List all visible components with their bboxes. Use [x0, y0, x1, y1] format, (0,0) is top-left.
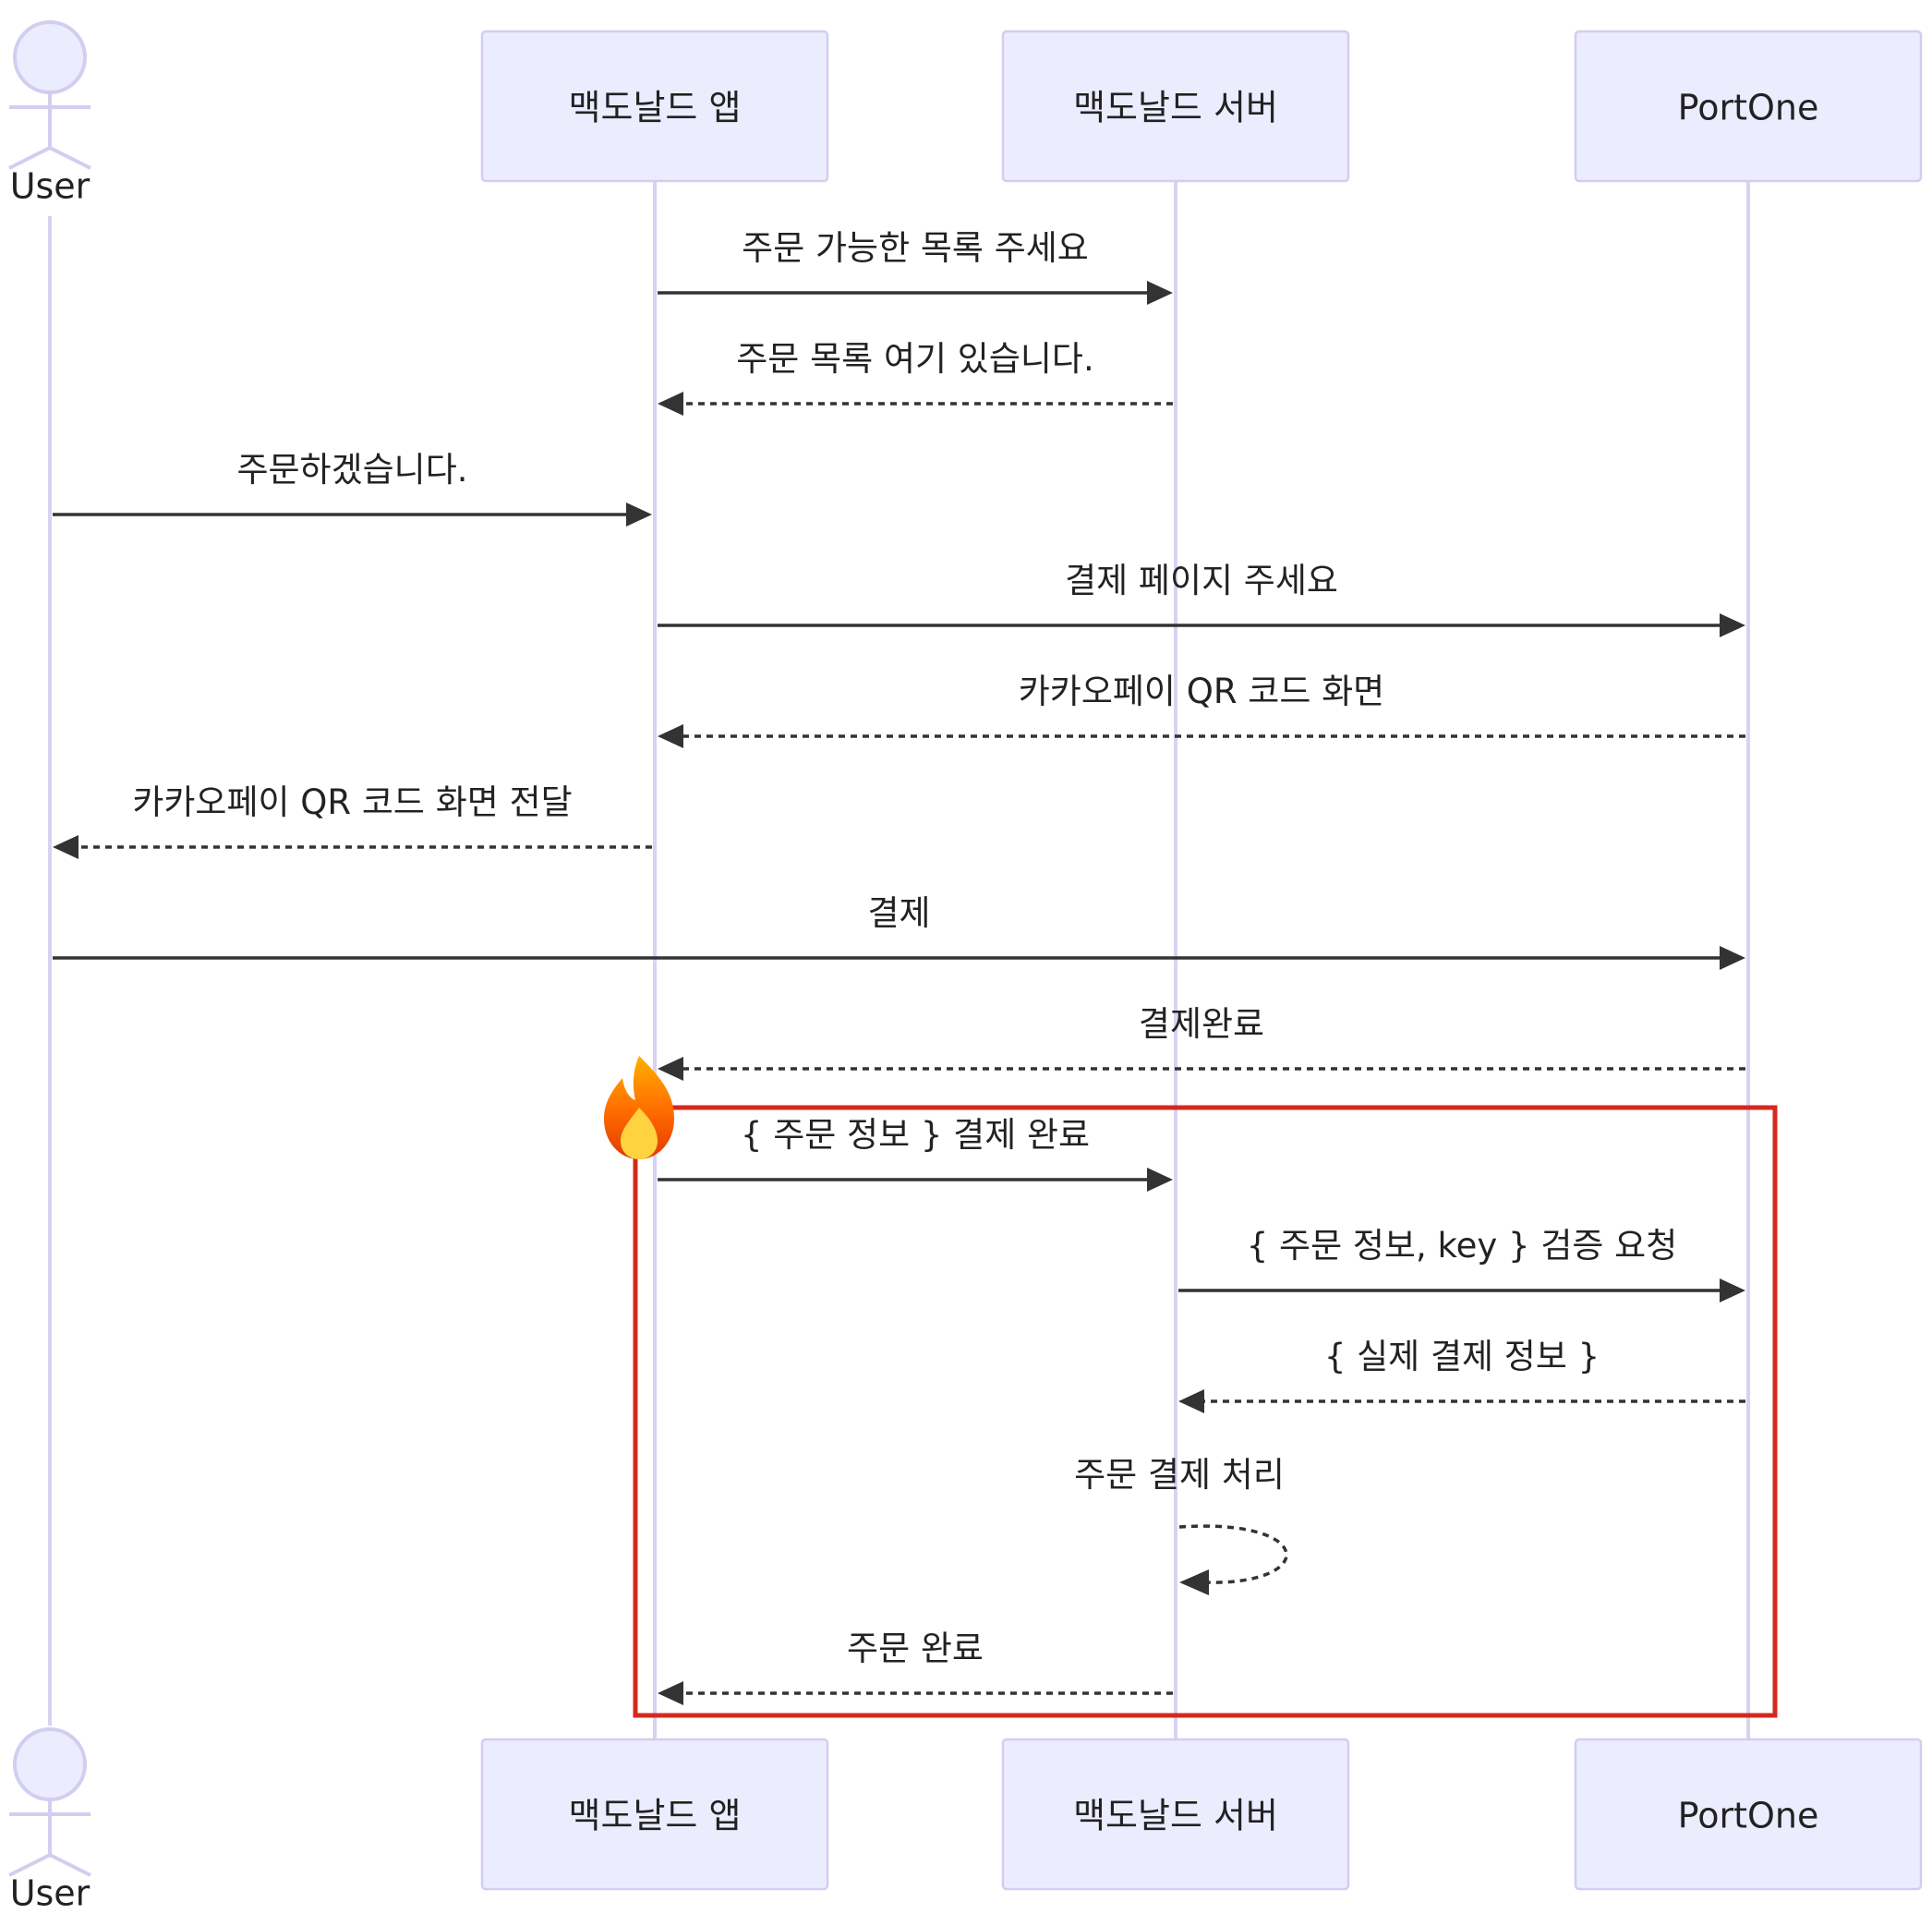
arrow-head: [1147, 1168, 1173, 1192]
message-label: { 주문 정보 } 결제 완료: [741, 1115, 1090, 1155]
arrow-head: [53, 835, 78, 859]
participant-box-server-top: 맥도날드 서버: [1001, 30, 1350, 183]
message-5: 카카오페이 QR 코드 화면: [658, 672, 1745, 748]
participant-label-portone: PortOne: [1678, 1796, 1819, 1836]
participant-label-server: 맥도날드 서버: [1073, 1796, 1278, 1836]
arrow-head: [1179, 1569, 1209, 1595]
arrow-head: [1178, 1389, 1204, 1413]
message-label: 결제 페이지 주세요: [1065, 561, 1338, 600]
message-11: { 실제 결제 정보 }: [1178, 1337, 1745, 1413]
arrow-head: [1720, 1278, 1745, 1302]
participant-box-portone-bottom: PortOne: [1574, 1738, 1923, 1891]
participants-bottom: User 맥도날드 앱 맥도날드 서버 PortOne: [8, 1727, 1923, 1914]
message-9: { 주문 정보 } 결제 완료: [658, 1115, 1173, 1192]
message-1: 주문 가능한 목록 주세요: [658, 228, 1173, 305]
actor-label-user: User: [10, 1873, 91, 1914]
message-label: 주문 완료: [847, 1629, 984, 1668]
message-2: 주문 목록 여기 있습니다.: [658, 339, 1173, 416]
participant-label-app: 맥도날드 앱: [569, 1796, 742, 1836]
message-12: 주문 결제 처리: [1074, 1455, 1288, 1595]
participant-label-server: 맥도날드 서버: [1073, 88, 1278, 128]
message-label: { 주문 정보, key } 검증 요청: [1247, 1226, 1678, 1266]
arrow-head: [658, 1681, 683, 1705]
message-label: 주문하겠습니다.: [236, 450, 467, 490]
message-label: 주문 가능한 목록 주세요: [742, 228, 1089, 268]
participant-box-app-bottom: 맥도날드 앱: [480, 1738, 829, 1891]
participant-box-app-top: 맥도날드 앱: [480, 30, 829, 183]
self-arrow-line: [1178, 1524, 1288, 1584]
lifelines: [48, 181, 1750, 1739]
message-label: 주문 목록 여기 있습니다.: [736, 339, 1093, 379]
message-label: 카카오페이 QR 코드 화면: [1019, 672, 1384, 711]
message-3: 주문하겠습니다.: [53, 450, 652, 527]
participant-box-server-bottom: 맥도날드 서버: [1001, 1738, 1350, 1891]
arrow-head: [658, 392, 683, 416]
arrow-head: [658, 1057, 683, 1081]
participant-box-portone-top: PortOne: [1574, 30, 1923, 183]
participants-top: User 맥도날드 앱 맥도날드 서버 PortOne: [8, 20, 1923, 207]
participant-label-portone: PortOne: [1678, 88, 1819, 128]
participant-label-app: 맥도날드 앱: [569, 88, 742, 128]
fire-icon: [604, 1056, 674, 1159]
message-label: 결제: [867, 893, 930, 933]
message-label: { 실제 결제 정보 }: [1324, 1337, 1600, 1376]
message-8: 결제완료: [658, 1004, 1745, 1081]
message-6: 카카오페이 QR 코드 화면 전달: [53, 782, 652, 859]
message-label: 결제완료: [1139, 1004, 1264, 1044]
arrow-head: [1720, 946, 1745, 970]
message-label: 주문 결제 처리: [1074, 1455, 1285, 1495]
actor-figure-user-top: User: [8, 20, 91, 207]
arrow-head: [1147, 281, 1173, 305]
arrow-head: [1720, 613, 1745, 637]
arrow-head: [626, 503, 652, 527]
message-label: 카카오페이 QR 코드 화면 전달: [132, 782, 572, 822]
actor-figure-user-bottom: User: [8, 1727, 91, 1914]
arrow-head: [658, 724, 683, 748]
message-10: { 주문 정보, key } 검증 요청: [1178, 1226, 1745, 1302]
actor-label-user: User: [10, 166, 91, 207]
message-7: 결제: [53, 893, 1745, 970]
highlight-region: [604, 1056, 1778, 1718]
highlight-box: [633, 1105, 1778, 1718]
message-13: 주문 완료: [658, 1629, 1173, 1705]
message-4: 결제 페이지 주세요: [658, 561, 1745, 637]
